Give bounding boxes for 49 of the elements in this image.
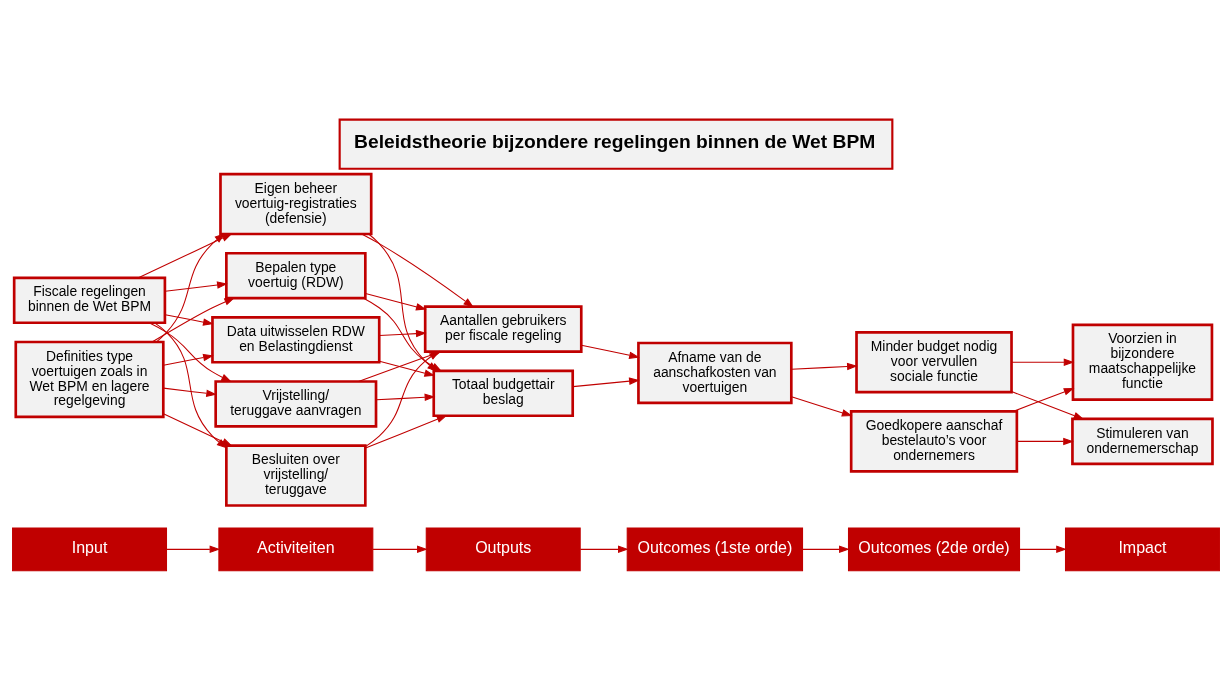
arrow	[166, 545, 221, 553]
node-box: Afname van de aanschafkosten van voertuigen	[637, 341, 793, 404]
node-box: Stimuleren van ondernemerschap	[1071, 417, 1214, 465]
node-box: Outcomes (1ste orde)	[626, 526, 804, 571]
arrow	[802, 545, 850, 553]
arrow	[148, 321, 232, 382]
arrow	[365, 414, 448, 449]
arrow	[164, 280, 228, 292]
node-box: Outputs	[425, 526, 581, 571]
node-box: Activiteiten	[218, 526, 374, 571]
arrow	[378, 360, 436, 377]
arrow	[1016, 437, 1074, 445]
arrow	[137, 232, 233, 278]
node-box: Besluiten over vrijstelling/ teruggave	[225, 443, 367, 507]
node-box: Goedkopere aanschaf bestelauto’s voor ondernemers	[849, 409, 1019, 473]
arrow	[1011, 390, 1085, 419]
arrow	[580, 344, 640, 359]
arrow	[1012, 387, 1075, 412]
arrow	[372, 545, 428, 553]
arrow	[162, 353, 214, 366]
arrow	[361, 233, 475, 308]
arrow	[791, 362, 858, 370]
arrow	[368, 233, 438, 372]
node-box: Impact	[1064, 526, 1220, 571]
node-box: Bepalen type voertuig (RDW)	[225, 251, 367, 299]
arrow	[164, 313, 214, 326]
arrow	[375, 393, 436, 401]
node-box: Totaal budgettair beslag	[432, 369, 575, 417]
arrow	[365, 292, 427, 310]
arrow	[1019, 545, 1067, 553]
node-box: Input	[12, 526, 168, 571]
arrow	[1011, 358, 1075, 366]
arrow	[378, 329, 427, 337]
node-box: Voorzien in bijzondere maatschappelijke functie	[1071, 323, 1214, 401]
node-box: Vrijstelling/ teruggave aanvragen	[214, 379, 378, 428]
arrow	[579, 545, 629, 553]
arrow	[572, 376, 640, 387]
arrow	[151, 297, 236, 342]
node-box: Fiscale regelingen binnen de Wet BPM	[12, 276, 167, 324]
node-box: Definities type voertuigen zoals in Wet BPM en lagere regelgeving	[14, 340, 165, 418]
node-box: Minder budget nodig voor vervullen sociale functie	[855, 330, 1013, 394]
arrow	[156, 232, 226, 342]
node-box: Aantallen gebruikers per fiscale regeling	[423, 304, 583, 353]
node-box: Eigen beheer voertuig-registraties (defensie)	[219, 172, 373, 235]
node-box: Data uitwisselen RDW en Belastingdienst	[211, 315, 381, 364]
arrow	[791, 395, 853, 416]
diagram-title: Beleidstheorie bijzondere regelingen binnen de Wet BPM	[354, 130, 876, 152]
node-box: Outcomes (2de orde)	[847, 526, 1021, 571]
arrow	[162, 387, 217, 397]
